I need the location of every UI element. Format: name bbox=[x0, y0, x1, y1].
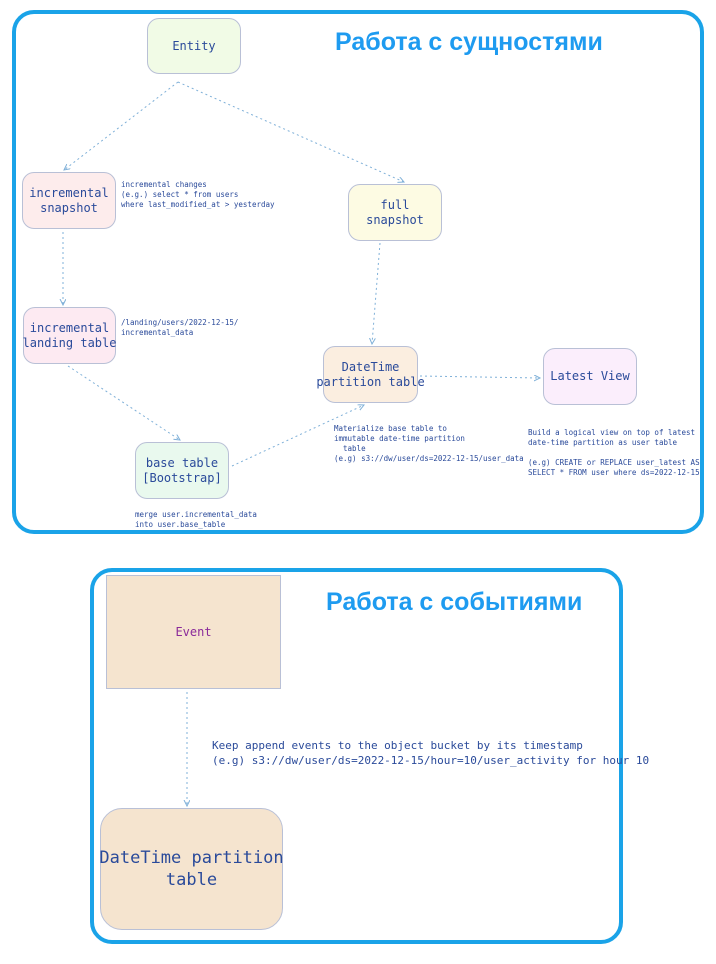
arrow-base-table-to-datetime bbox=[231, 405, 364, 467]
append-note: Keep append events to the object bucket … bbox=[212, 739, 650, 767]
arrow-datetime-to-latest-view bbox=[419, 376, 540, 378]
landing-path-note: /landing/users/2022-12-15/ incremental_d… bbox=[121, 318, 239, 337]
merge-note: merge user.incremental_data into user.ba… bbox=[135, 510, 257, 529]
arrow-full-snapshot-to-datetime bbox=[372, 242, 381, 344]
base-table-node[interactable]: base table [Bootstrap] bbox=[135, 442, 229, 499]
arrow-entity-to-incremental-snapshot bbox=[64, 81, 179, 170]
logical-view-note: Build a logical view on top of latest da… bbox=[528, 428, 700, 477]
arrow-landing-to-base-table bbox=[67, 365, 180, 440]
events-panel-title: Работа с событиями bbox=[326, 588, 583, 616]
latest-view-node[interactable]: Latest View bbox=[543, 348, 637, 405]
events-datetime-partition-table-node[interactable]: DateTime partition table bbox=[99, 808, 284, 930]
entity-node[interactable]: Entity bbox=[147, 18, 241, 74]
incremental-landing-table-node[interactable]: incremental landing table bbox=[23, 307, 116, 364]
entities-panel-title: Работа с сущностями bbox=[335, 28, 603, 56]
entities-panel bbox=[12, 10, 704, 534]
full-snapshot-node[interactable]: full snapshot bbox=[348, 184, 442, 241]
incremental-snapshot-node[interactable]: incremental snapshot bbox=[22, 172, 116, 229]
incremental-changes-note: incremental changes (e.g.) select * from… bbox=[121, 180, 275, 209]
arrow-entity-to-full-snapshot bbox=[177, 81, 404, 182]
event-node[interactable]: Event bbox=[106, 575, 281, 689]
datetime-partition-table-node[interactable]: DateTime partition table bbox=[316, 346, 425, 403]
materialize-note: Materialize base table to immutable date… bbox=[334, 424, 524, 463]
